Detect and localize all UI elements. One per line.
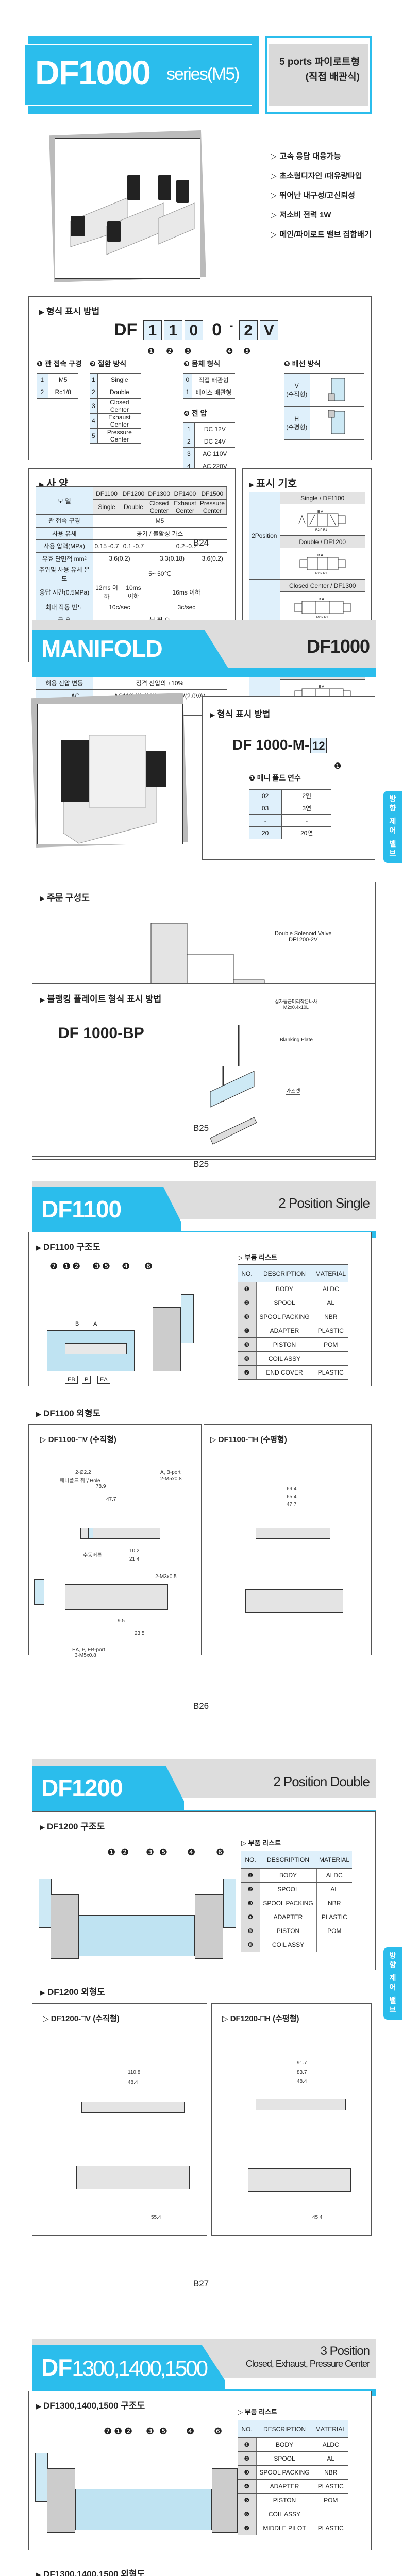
feature-item: ▷초소형디자인 /대유량타입: [271, 172, 362, 180]
double-solenoid-symbol-icon: B A R2 P R1: [299, 554, 346, 575]
df1200-v-box: ▷ DF1200-□V (수직형) 110.8 48.4 55.4: [32, 2003, 207, 2236]
manifold-photo: [37, 704, 183, 844]
svg-text:R2 P R1: R2 P R1: [316, 616, 328, 619]
feature-list: ▷고속 응답 대응가능 ▷초소형디자인 /대유량타입 ▷뛰어난 내구성/고신뢰성…: [271, 147, 372, 245]
blanking-plate-box: ▶블랭킹 플레이트 형식 표시 방법 DF 1000-BP 십자둥근머리작은나사…: [32, 983, 376, 1157]
product-photo: [55, 138, 200, 279]
svg-text:B A: B A: [319, 685, 324, 689]
page-number: B26: [193, 1701, 209, 1711]
type-line2: (직접 배관식): [305, 71, 360, 82]
bp-code: DF 1000-BP: [58, 1025, 144, 1042]
page-number: B24: [193, 538, 209, 548]
df1200-h-box: ▷ DF1200-□H (수평형) 91.7 83.7 48.4 45.4: [211, 2003, 372, 2236]
side-tab[interactable]: 방향 제어 밸브: [383, 1947, 402, 2020]
df1100-outline-heading: ▶DF1100 외형도: [36, 1409, 101, 1418]
df1200-banner: DF1200 2 Position Double: [32, 1759, 376, 1816]
manifold-code: DF 1000-M-12: [232, 737, 328, 753]
df1100-banner: DF1100 2 Position Single: [32, 1181, 376, 1238]
feature-item: ▷뛰어난 내구성/고신뢰성: [271, 191, 355, 200]
order-heading: ▶주문 구성도: [40, 893, 90, 903]
single-solenoid-symbol-icon: B A R2 P R1: [298, 510, 346, 531]
model-heading: ▶형식 표시 방법: [39, 307, 100, 316]
coil: [153, 1307, 181, 1371]
feature-item: ▷메인/파이로트 밸브 집합배기: [271, 230, 372, 239]
valve-photo-icon: [70, 175, 195, 255]
manifold-photo-icon: [61, 735, 166, 844]
type-line1: 5 ports 파이로트형: [279, 57, 360, 67]
page-number: B25: [193, 1159, 209, 1169]
hero-panel: DF1000 series(M5): [24, 44, 252, 106]
feature-item: ▷고속 응답 대응가능: [271, 152, 341, 161]
closed-center-symbol-icon: B A R2 P R1: [294, 598, 351, 619]
side-tab[interactable]: 방향 제어 밸브: [383, 791, 402, 863]
df1100-h-box: ▷ DF1100-□H (수평형) 69.4 65.4 47.7: [204, 1424, 372, 1655]
svg-text:R2 P R1: R2 P R1: [315, 572, 327, 575]
page-number: B27: [193, 2279, 209, 2289]
svg-text:B A: B A: [317, 554, 323, 557]
option-5: ❺ 배선 방식 V(수직형) H(수평형): [284, 359, 364, 440]
svg-text:R2 P R1: R2 P R1: [315, 529, 327, 531]
df1300-outline-heading: ▶DF1300,1400,1500 외형도: [36, 2569, 145, 2576]
df1100-v-box: ▷ DF1100-□V (수직형) 78.9 47.7 매니폴드 취부Hole …: [28, 1424, 202, 1655]
svg-text:B A: B A: [317, 510, 323, 514]
feature-item: ▷저소비 전력 1W: [271, 211, 331, 219]
blanking-plate-icon: [210, 1025, 257, 1145]
manifold-banner: MANIFOLD DF1000: [32, 620, 376, 677]
df1200-outline-heading: ▶DF1200 외형도: [40, 1987, 106, 1997]
svg-text:B A: B A: [319, 598, 324, 601]
horizontal-wiring-icon: [328, 410, 345, 434]
type-box: 5 ports 파이로트형 (직접 배관식): [265, 36, 372, 114]
bp-heading: ▶블랭킹 플레이트 형식 표시 방법: [40, 994, 162, 1004]
vertical-wiring-icon: [328, 378, 345, 401]
page-b24: DF1000 series(M5) 5 ports 파이로트형 (직접 배관식): [0, 0, 402, 726]
manifold-model-heading: ▶형식 표시 방법: [210, 709, 271, 719]
hero-series: series(M5): [166, 64, 240, 84]
page-number-b25: B25: [193, 1123, 209, 1133]
hero-title: DF1000: [35, 54, 151, 92]
symbol-heading: ▶표시 기호: [249, 478, 297, 489]
